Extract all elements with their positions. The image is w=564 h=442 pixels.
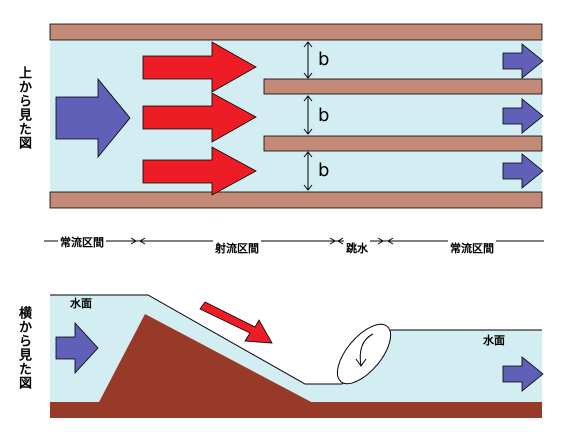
jet-arrow-3 (142, 146, 257, 196)
hydraulic-jump-roller (336, 323, 392, 385)
weir-body (98, 314, 315, 404)
channel-bed (50, 402, 542, 418)
water-surface-label-left: 水面 (70, 297, 92, 310)
width-label-3: b (318, 160, 330, 181)
side-outflow-arrow (502, 356, 544, 392)
width-indicator-2 (303, 95, 313, 135)
width-label-2: b (318, 105, 330, 126)
outflow-arrow-3 (502, 153, 544, 189)
outflow-arrow-2 (502, 98, 544, 134)
jet-arrow-1 (142, 41, 257, 93)
outflow-arrow-1 (502, 43, 544, 79)
wall-top (49, 23, 543, 41)
wall-bottom (49, 191, 543, 209)
channel-water-top (50, 40, 542, 194)
inflow-arrow (55, 77, 131, 159)
top-view-label: 上から見た図 (16, 66, 31, 150)
water-surface-label-right: 水面 (483, 334, 505, 347)
jet-arrow-2 (142, 92, 257, 143)
width-label-1: b (318, 49, 330, 70)
side-jet-arrow (199, 301, 273, 344)
partition-wall-1 (263, 78, 543, 95)
section-label-hydraulic-jump: 跳水 (344, 240, 370, 256)
partition-wall-2 (263, 135, 543, 152)
width-indicator-1 (303, 41, 313, 79)
section-label-subcritical-2: 常流区間 (448, 240, 496, 256)
section-label-subcritical-1: 常流区間 (58, 234, 106, 250)
section-label-supercritical: 射流区間 (213, 240, 261, 256)
side-view-label: 横から見た図 (16, 306, 31, 390)
water-surface-line (50, 294, 542, 385)
side-inflow-arrow (55, 321, 99, 375)
width-indicator-3 (303, 151, 313, 191)
